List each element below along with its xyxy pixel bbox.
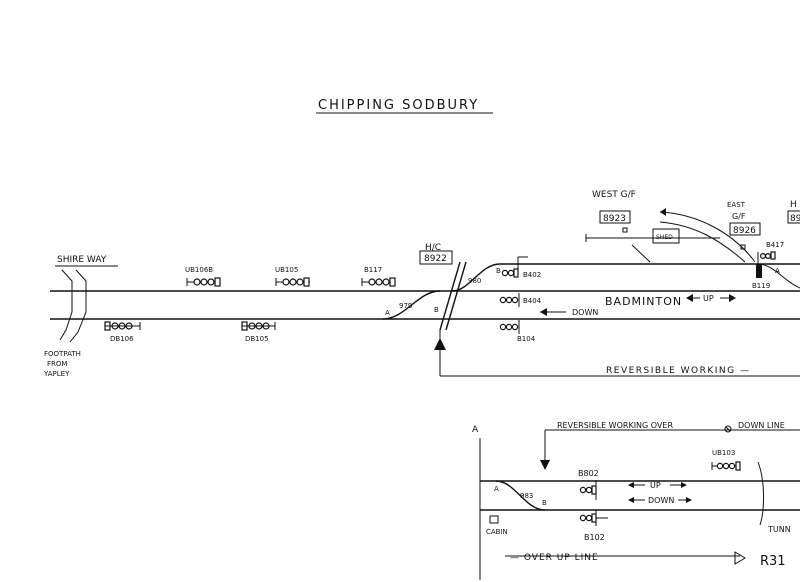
loop-connection [451, 263, 501, 292]
crossing-arrow [434, 338, 446, 350]
signal-ub105 [275, 277, 310, 287]
signal-b117-label: B117 [364, 266, 382, 274]
inset-up-label: UP [650, 481, 661, 490]
signal-b104-label: B104 [517, 335, 536, 343]
signal-b802-label: B802 [578, 469, 599, 478]
inset-up-arrow-left-head [628, 482, 634, 488]
signal-b117 [361, 277, 396, 287]
page-title: CHIPPING SODBURY [318, 98, 479, 113]
edge-box-number: 89 [790, 214, 800, 224]
signal-b402-label: B402 [523, 271, 541, 279]
point-983-label: 983 [520, 492, 533, 500]
signal-b102-label: B102 [584, 533, 605, 542]
badminton-label: BADMINTON [605, 295, 682, 308]
hc-label: H/C [425, 243, 441, 253]
signal-b119-marker [756, 264, 762, 278]
shed-frame [652, 228, 680, 244]
down-direction-label: DOWN [572, 308, 598, 317]
over-up-line-label: — OVER UP LINE [510, 553, 599, 563]
east-gf-label-1: EAST [727, 201, 746, 209]
signal-b417-label: B417 [766, 241, 784, 249]
footpath-label-2: FROM [47, 360, 67, 368]
hc-box-number: 8922 [424, 254, 447, 264]
crossing-line-2 [445, 261, 467, 331]
signal-b802 [579, 480, 597, 500]
west-box-number: 8923 [603, 214, 626, 224]
shire-way-label: SHIRE WAY [57, 255, 107, 265]
point-b3-label: B [542, 499, 547, 507]
cabin-label: CABIN [486, 528, 508, 536]
west-box-frame [599, 210, 631, 224]
signal-db105 [241, 321, 276, 331]
crossover-979 [382, 290, 441, 320]
inset-up-arrow-right-head [681, 482, 687, 488]
point-b2-label: B [496, 267, 501, 275]
point-b1-label: B [434, 306, 439, 314]
over-up-line-arrow [734, 551, 746, 565]
west-gf-arrow [660, 208, 666, 216]
reversible-working-label: REVERSIBLE WORKING — [606, 366, 751, 376]
reversible-over-label: REVERSIBLE WORKING OVER [557, 421, 673, 430]
down-line-marker [724, 425, 732, 433]
siding-curve-1 [659, 211, 756, 263]
signal-ub106b [186, 277, 221, 287]
signal-db106 [104, 321, 141, 331]
footpath-label-1: FOOTPATH [44, 350, 81, 358]
point-a3-label: A [494, 485, 499, 493]
east-gf-label-2: G/F [732, 212, 746, 221]
signal-b404 [499, 293, 520, 307]
signal-b102 [579, 510, 608, 526]
up-direction-label: UP [703, 294, 714, 303]
signal-db106-label: DB106 [110, 335, 134, 343]
signal-b104 [499, 320, 520, 334]
signal-ub105-label: UB105 [275, 266, 298, 274]
down-line-marker-x [725, 426, 731, 432]
signal-b417 [757, 251, 776, 270]
inset-corner-label: A [472, 425, 479, 435]
crossover-983 [495, 480, 546, 511]
west-gf-label: WEST G/F [592, 190, 636, 200]
cabin-icon [489, 515, 499, 524]
point-980-label: 980 [468, 277, 481, 285]
edge-box-frame [787, 210, 800, 224]
signal-db105-label: DB105 [245, 335, 269, 343]
crossing-line-1 [439, 261, 461, 331]
east-gf-ground-frame [740, 244, 746, 250]
east-box-frame [729, 222, 761, 236]
tunnel-mouth [757, 461, 765, 526]
point-979-label: 979 [399, 302, 412, 310]
west-gf-ground-frame [622, 227, 628, 233]
footpath-label-3: YAPLEY [43, 370, 70, 378]
inset-down-label: DOWN [648, 496, 674, 505]
inset-down-arrow-left-head [628, 497, 634, 503]
signal-ub103 [711, 461, 741, 471]
signal-ub103-label: UB103 [712, 449, 735, 457]
shed-label: SHED [656, 234, 673, 241]
signal-ub106b-label: UB106B [185, 266, 213, 274]
siding-curve-2 [659, 221, 746, 263]
up-arrow-head-left [686, 294, 693, 302]
signal-b402 [501, 256, 528, 278]
h-partial-label: H [790, 200, 797, 210]
inset-down-pointer-head [540, 460, 550, 470]
inset-down-arrow-right-head [686, 497, 692, 503]
down-line-label: DOWN LINE [738, 421, 785, 430]
signal-b119-label: B119 [752, 282, 770, 290]
r31-label: R31 [760, 554, 786, 569]
tunnel-label: TUNN [767, 525, 791, 534]
point-a1-label: A [385, 309, 390, 317]
down-arrow-head [540, 308, 547, 316]
hc-box-frame [419, 250, 453, 265]
shire-way-bridge [59, 269, 87, 343]
east-box-number: 8926 [733, 226, 756, 236]
east-crossover [759, 263, 800, 289]
point-a2-label: A [775, 267, 780, 275]
up-arrow-head-right [729, 294, 736, 302]
siding-curve-3 [631, 244, 651, 263]
signal-b404-label: B404 [523, 297, 542, 305]
